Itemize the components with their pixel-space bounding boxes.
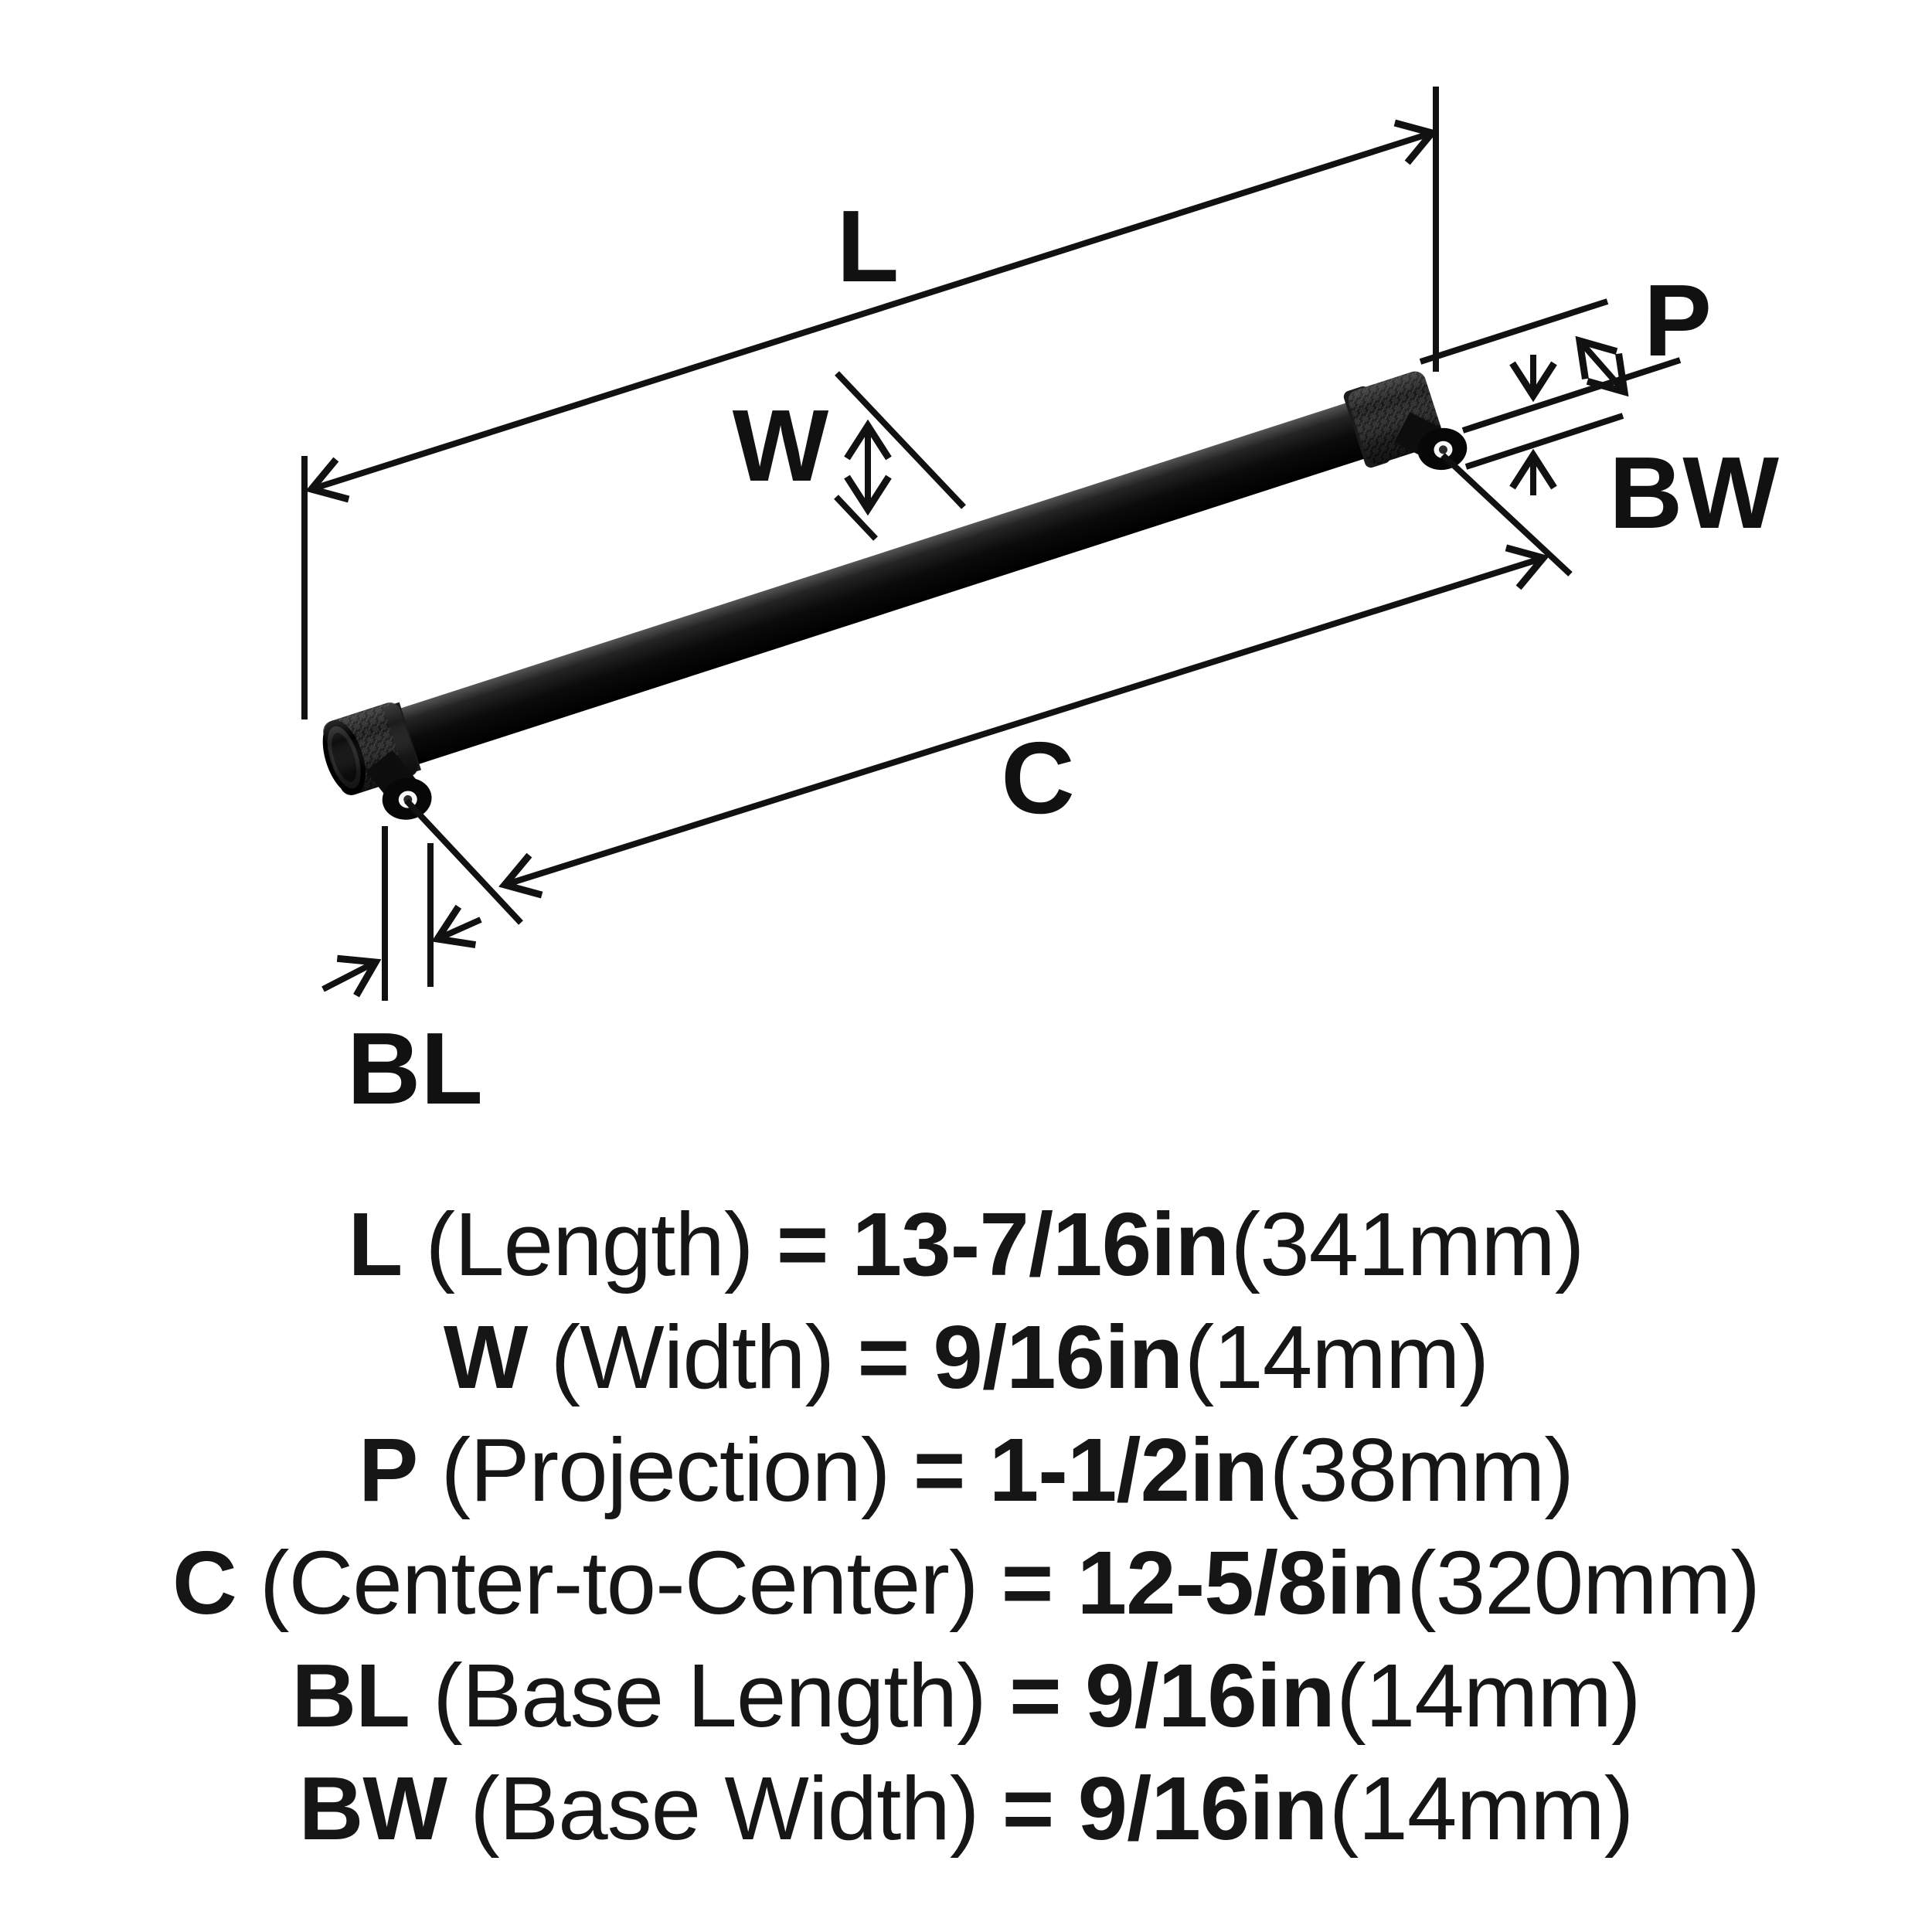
spec-name: (Center-to-Center) (259, 1532, 979, 1633)
length-label: L (837, 189, 900, 303)
spec-metric-value: (14mm) (1328, 1758, 1634, 1859)
center-extension-left (404, 798, 523, 925)
length-dimension-line (311, 133, 1432, 489)
width-label: W (733, 389, 829, 502)
spec-imperial-value: = 9/16in (1002, 1758, 1328, 1859)
spec-line-width: W(Width)= 9/16in(14mm) (0, 1301, 1932, 1413)
base-length-arrow-left (321, 962, 376, 989)
spec-letter: C (172, 1532, 237, 1633)
spec-line-center-to-center: C(Center-to-Center)= 12-5/8in(320mm) (0, 1526, 1932, 1639)
base-width-line-bottom (1464, 413, 1624, 470)
center-extension-right (1440, 453, 1573, 577)
spec-metric-value: (320mm) (1406, 1532, 1760, 1633)
pull-handle-dimension-diagram: L W P BW C BL (301, 87, 1779, 1125)
spec-line-base-length: BL(Base Length)= 9/16in(14mm) (0, 1639, 1932, 1752)
dimension-specs: L(Length)= 13-7/16in(341mm) W(Width)= 9/… (0, 1188, 1932, 1865)
spec-name: (Base Width) (470, 1758, 979, 1859)
center-to-center-label: C (1001, 721, 1074, 835)
spec-imperial-value: = 13-7/16in (776, 1194, 1230, 1294)
projection-label: P (1644, 264, 1712, 377)
spec-letter: L (348, 1194, 403, 1294)
spec-line-projection: P(Projection)= 1-1/2in(38mm) (0, 1413, 1932, 1526)
projection-dimension-arrow (1580, 341, 1624, 392)
spec-letter: W (443, 1307, 528, 1407)
spec-imperial-value: = 1-1/2in (913, 1420, 1268, 1520)
base-length-label: BL (347, 1012, 483, 1125)
spec-imperial-value: = 9/16in (1009, 1645, 1335, 1746)
spec-metric-value: (14mm) (1184, 1307, 1490, 1407)
projection-line-base-top (1461, 357, 1682, 434)
spec-name: (Length) (425, 1194, 753, 1294)
center-dimension-line (505, 558, 1543, 885)
base-width-label: BW (1609, 436, 1779, 549)
spec-letter: P (358, 1420, 418, 1520)
spec-imperial-value: = 9/16in (857, 1307, 1183, 1407)
spec-metric-value: (341mm) (1230, 1194, 1584, 1294)
spec-letter: BL (291, 1645, 410, 1746)
spec-imperial-value: = 12-5/8in (1001, 1532, 1406, 1633)
spec-metric-value: (38mm) (1269, 1420, 1575, 1520)
spec-line-length: L(Length)= 13-7/16in(341mm) (0, 1188, 1932, 1301)
width-extension-line-lower (834, 495, 878, 541)
base-length-arrow-right (437, 920, 482, 939)
projection-line-outer (1419, 298, 1609, 365)
spec-metric-value: (14mm) (1336, 1645, 1641, 1746)
spec-letter: BW (298, 1758, 447, 1859)
spec-name: (Width) (550, 1307, 835, 1407)
width-extension-line-upper (835, 371, 966, 509)
spec-line-base-width: BW(Base Width)= 9/16in(14mm) (0, 1752, 1932, 1865)
handle-bar (393, 399, 1377, 767)
spec-name: (Base Length) (433, 1645, 987, 1746)
spec-name: (Projection) (440, 1420, 890, 1520)
